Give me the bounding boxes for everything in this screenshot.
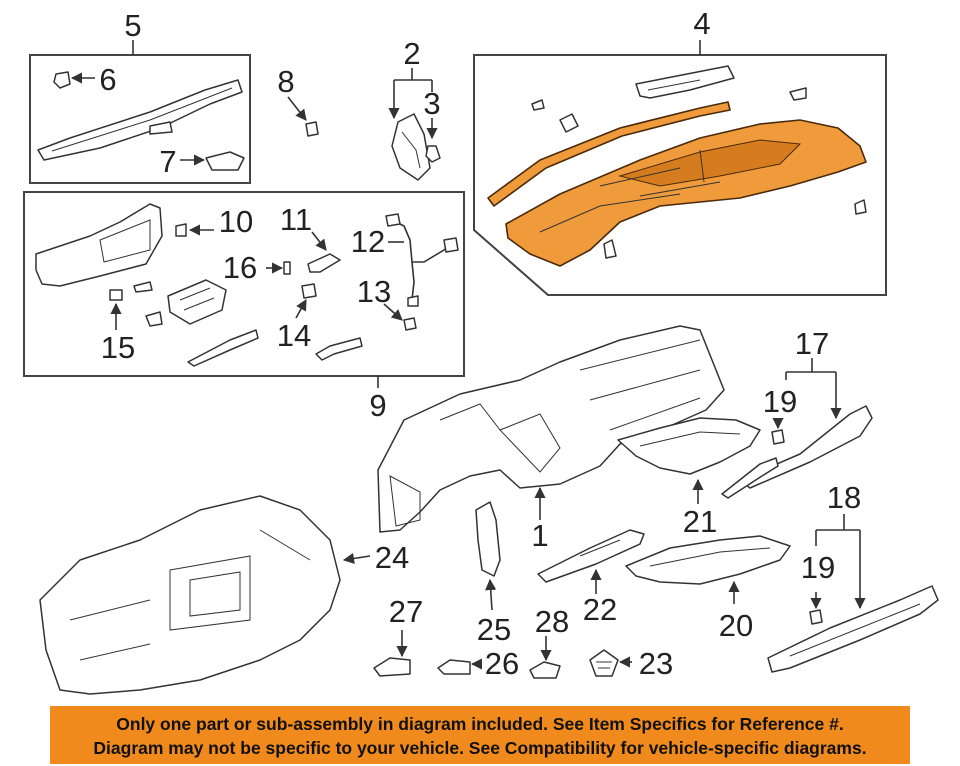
- part-19-clip-lower: [809, 609, 823, 625]
- part-20-insulator: [625, 535, 791, 585]
- part-24-group: [39, 495, 371, 695]
- disclaimer-line-1: Only one part or sub-assembly in diagram…: [116, 714, 844, 734]
- part-25-brace: [475, 501, 501, 577]
- part-28-group: [529, 636, 561, 679]
- part-18-group: [767, 514, 939, 673]
- part-4-trim-strip: [487, 101, 731, 207]
- part-8-clip: [305, 121, 319, 137]
- part-7-cap: [205, 151, 245, 171]
- part-22-duct: [537, 529, 645, 583]
- part-25-group: [475, 501, 501, 611]
- callout-6: 6: [99, 62, 116, 97]
- callout-2: 2: [403, 36, 420, 71]
- part-9-bracket: [315, 337, 363, 361]
- part-27-group: [373, 630, 411, 677]
- callout-25: 25: [477, 612, 511, 647]
- callout-21: 21: [683, 504, 717, 539]
- part-21-insulator: [617, 417, 761, 475]
- callout-8: 8: [277, 64, 294, 99]
- part-26-bracket: [437, 659, 471, 675]
- part-12-harness: [391, 219, 453, 301]
- group-5-box: [29, 40, 251, 184]
- callout-26: 26: [485, 646, 519, 681]
- part-18-trim: [767, 585, 939, 673]
- group-4-box: [473, 40, 887, 296]
- part-28-bracket: [529, 661, 561, 679]
- part-13-bulb: [403, 317, 417, 331]
- part-8-group: [287, 96, 319, 137]
- callout-22: 22: [583, 592, 617, 627]
- part-19-clip-upper: [771, 429, 785, 445]
- part-16-bumper: [283, 261, 291, 275]
- part-20-group: [625, 535, 791, 604]
- part-2-3-group: [388, 68, 441, 181]
- part-2-bezel: [391, 113, 431, 181]
- group-4-frame: [473, 54, 887, 296]
- part-17-group: [721, 358, 873, 499]
- part-10-latch: [175, 223, 187, 237]
- part-9-trim: [187, 329, 259, 367]
- callout-28: 28: [535, 604, 569, 639]
- group-5-frame: [29, 54, 251, 184]
- callout-24: 24: [375, 540, 409, 575]
- callout-11: 11: [280, 202, 312, 237]
- part-14-cap: [301, 283, 317, 299]
- callout-14: 14: [277, 318, 311, 353]
- callout-23: 23: [639, 646, 673, 681]
- callout-5: 5: [124, 8, 141, 43]
- callout-16: 16: [223, 250, 257, 285]
- callout-4: 4: [693, 6, 710, 41]
- part-23-group: [589, 649, 632, 677]
- callout-7: 7: [159, 144, 176, 179]
- part-11-lamp: [307, 253, 341, 273]
- part-4-upper-pad: [505, 119, 867, 267]
- callout-13: 13: [357, 274, 391, 309]
- callout-3: 3: [423, 86, 440, 121]
- callout-12: 12: [351, 224, 385, 259]
- group-9-box: [23, 191, 465, 388]
- callout-19-upper: 19: [763, 384, 797, 419]
- disclaimer-banner: Only one part or sub-assembly in diagram…: [50, 706, 910, 764]
- group-9-frame: [23, 191, 465, 377]
- part-21-group: [617, 417, 761, 504]
- part-9-hinge: [167, 279, 227, 325]
- part-26-group: [437, 658, 483, 675]
- callout-20: 20: [719, 608, 753, 643]
- callout-18: 18: [827, 480, 861, 515]
- part-27-bracket: [373, 657, 411, 677]
- callout-15: 15: [101, 330, 135, 365]
- part-6-clip: [53, 71, 71, 89]
- callout-17: 17: [795, 326, 829, 361]
- disclaimer-line-2: Diagram may not be specific to your vehi…: [93, 738, 867, 758]
- part-22-group: [537, 529, 645, 594]
- callout-10: 10: [219, 204, 253, 239]
- part-4-bracket: [635, 65, 735, 99]
- part-5-molding: [37, 79, 243, 161]
- part-23-grille: [589, 649, 619, 677]
- callout-27: 27: [389, 594, 423, 629]
- callout-1: 1: [531, 518, 548, 553]
- part-3-bulb: [425, 145, 441, 163]
- part-9-glove-box: [35, 203, 163, 287]
- callout-9: 9: [369, 388, 386, 423]
- callout-19-lower: 19: [801, 550, 835, 585]
